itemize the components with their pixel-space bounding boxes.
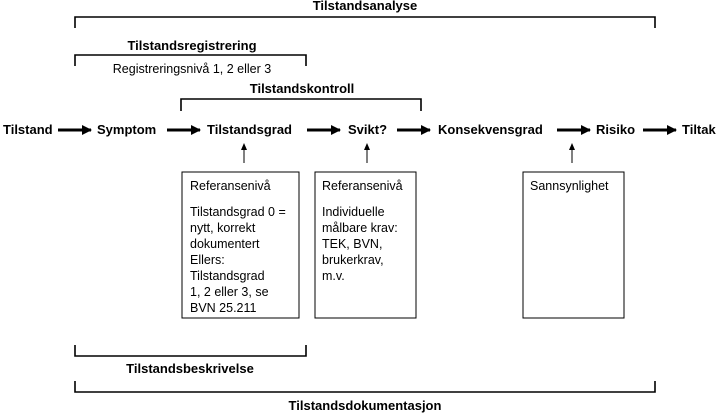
node-symptom: Symptom: [97, 122, 156, 137]
bracket-tilstandsregistrering: Tilstandsregistrering Registreringsnivå …: [74, 38, 307, 76]
up-arrow-svikt: [364, 143, 370, 163]
box1-content: Referansenivå Tilstandsgrad 0 = nytt, ko…: [190, 178, 296, 316]
box-referanseniva-tilstandsgrad: [181, 171, 300, 319]
bracket-tilstandsdokumentasjon: Tilstandsdokumentasjon: [74, 381, 656, 413]
box2-body: Individuelle målbare krav: TEK, BVN, bru…: [322, 205, 398, 283]
box-sannsynlighet: [522, 171, 625, 319]
box3-content: Sannsynlighet: [530, 178, 622, 204]
node-konsekvensgrad: Konsekvensgrad: [438, 122, 543, 137]
label-tilstandsbeskrivelse: Tilstandsbeskrivelse: [126, 361, 254, 376]
node-tilstand: Tilstand: [3, 122, 53, 137]
label-tilstandsregistrering: Tilstandsregistrering: [127, 38, 256, 53]
node-risiko: Risiko: [596, 122, 635, 137]
up-arrow-risiko: [569, 143, 575, 163]
label-registreringsniva: Registreringsnivå 1, 2 eller 3: [113, 62, 271, 76]
box1-body: Tilstandsgrad 0 = nytt, korrekt dokument…: [190, 205, 286, 315]
box-referanseniva-svikt: [314, 171, 417, 319]
bracket-tilstandsanalyse: Tilstandsanalyse: [74, 0, 656, 28]
bracket-tilstandsbeskrivelse: Tilstandsbeskrivelse: [74, 345, 307, 376]
node-tiltak: Tiltak: [682, 122, 716, 137]
box2-content: Referansenivå Individuelle målbare krav:…: [322, 178, 414, 284]
box2-title: Referansenivå: [322, 179, 403, 193]
box3-title: Sannsynlighet: [530, 179, 609, 193]
label-tilstandsanalyse: Tilstandsanalyse: [313, 0, 418, 13]
up-arrow-tilstandsgrad: [241, 143, 247, 163]
label-tilstandskontroll: Tilstandskontroll: [250, 81, 355, 96]
box1-title: Referansenivå: [190, 179, 271, 193]
node-tilstandsgrad: Tilstandsgrad: [207, 122, 292, 137]
label-tilstandsdokumentasjon: Tilstandsdokumentasjon: [289, 398, 442, 413]
bracket-tilstandskontroll: Tilstandskontroll: [180, 81, 422, 111]
node-svikt: Svikt?: [348, 122, 387, 137]
